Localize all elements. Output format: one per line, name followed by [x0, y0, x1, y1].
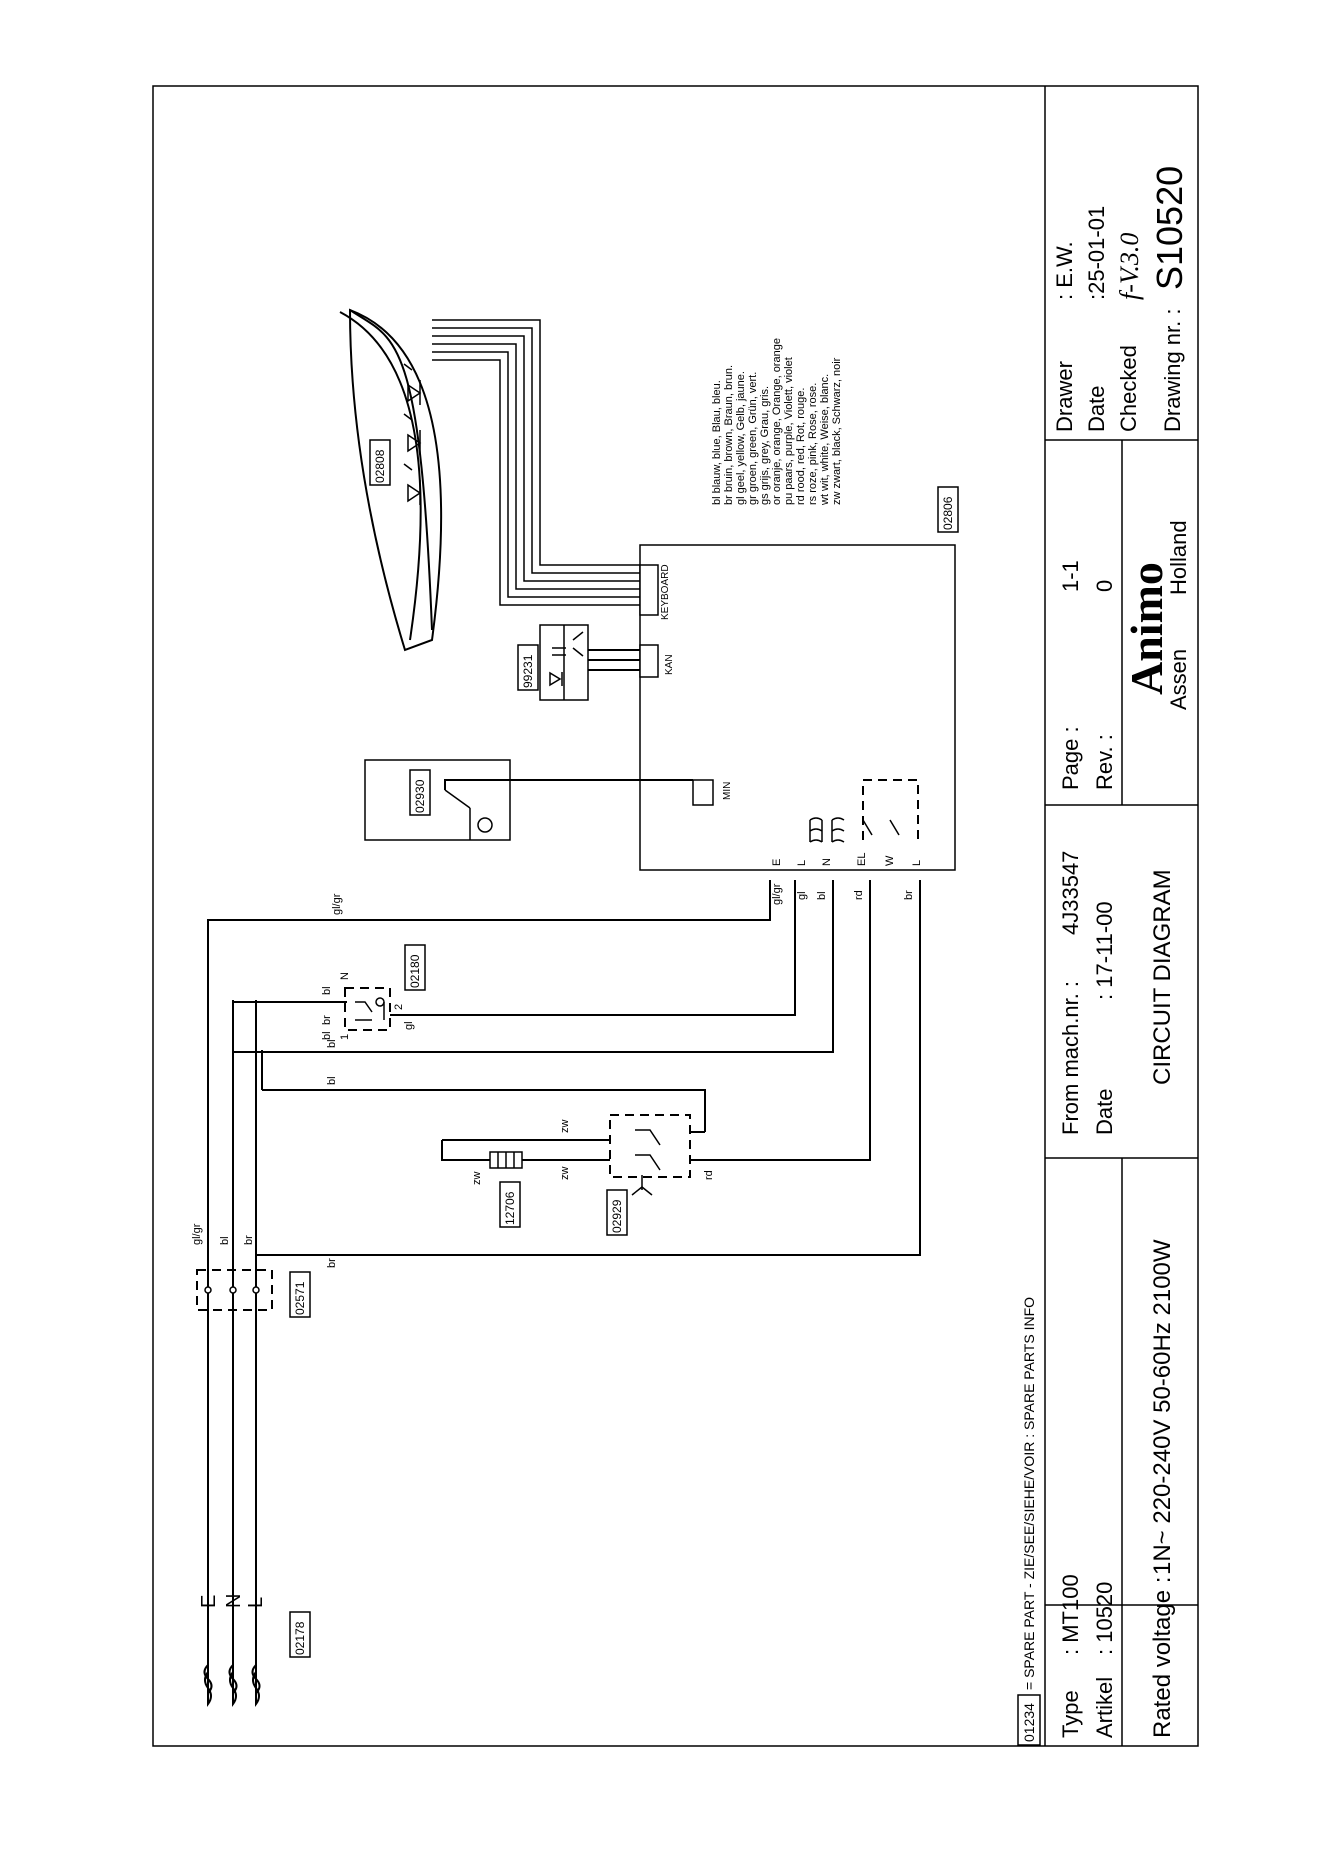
wire-label-br-board: br [903, 890, 915, 900]
part-02180-label: 02180 [408, 954, 422, 988]
board-pin-el: EL [856, 853, 868, 866]
opto-sensor: 99231 [517, 624, 640, 701]
board-pin-w: W [884, 855, 896, 866]
from-mach-value: 4J33547 [1058, 851, 1083, 935]
artikel-label: Artikel [1092, 1677, 1117, 1738]
color-legend-rs: rs roze, pink, Rose, rose. [807, 383, 819, 505]
color-legend-pu: pu paars, purple, Violett, violet [783, 357, 795, 505]
rated-voltage-label: Rated voltage : [1149, 1577, 1176, 1738]
drawer-value: : E.W. [1052, 241, 1077, 300]
board-pin-l1: L [796, 860, 808, 866]
legend-text: = SPARE PART - ZIE/SEE/SIEHE/VOIR : SPAR… [1021, 1297, 1037, 1690]
from-mach-label: From mach.nr. : [1058, 981, 1083, 1135]
type-label: Type [1058, 1690, 1083, 1738]
wire-label-glgr-board: gl/gr [771, 883, 783, 905]
switch-pin-n: N [339, 972, 351, 980]
rated-voltage-value: 1N~ 220-240V 50-60Hz 2100W [1149, 1239, 1176, 1575]
switch-pin-1: 1 [339, 1034, 351, 1040]
date-value: : 17-11-00 [1092, 901, 1117, 1000]
part-02178-label: 02178 [293, 1621, 307, 1655]
level-switch: 02930 [364, 759, 693, 841]
connector-min: MIN [722, 782, 733, 800]
wire-label-rd-board: rd [853, 890, 865, 900]
legend-code: 01234 [1021, 1703, 1037, 1742]
brand-country: Holland [1166, 520, 1191, 595]
drawing-frame [152, 85, 1199, 1747]
connector-keyboard: KEYBOARD [660, 564, 671, 620]
title-block: Type : MT100 Artikel : 10520 Rated volta… [1052, 166, 1191, 1738]
color-legend-bl: bl blauw, blue, Blau, bleu. [711, 380, 723, 505]
drawing-nr-label: Drawing nr. : [1160, 309, 1185, 433]
part-02808-label: 02808 [373, 449, 387, 483]
page-value: 1-1 [1058, 560, 1083, 592]
color-legend-gs: gs grijs, grey, Grau, gris. [759, 386, 771, 505]
wiring: gl/gr gl/gr br br bl bl [207, 880, 921, 1268]
wire-label-br-main: br [243, 1235, 255, 1245]
part-02930-label: 02930 [413, 779, 427, 813]
part-02806-label: 02806 [941, 496, 955, 530]
date2-value: :25-01-01 [1084, 206, 1109, 300]
part-12706-label: 12706 [503, 1191, 517, 1225]
date-label: Date [1092, 1089, 1117, 1135]
wire-label-bl-mid: bl [326, 1039, 338, 1048]
color-legend-gl: gl geel, yellow, Gelb, jaune. [735, 371, 747, 505]
wire-label-bl-loop: bl [326, 1076, 338, 1085]
board-pin-l2: L [911, 860, 923, 866]
keyboard-panel: 02808 [339, 308, 640, 652]
part-02929-label: 02929 [610, 1199, 624, 1233]
color-legend-or: or oranje, orange, Orange, orange [771, 338, 783, 505]
brand-city: Assen [1166, 649, 1191, 710]
spare-part-legend: 01234 = SPARE PART - ZIE/SEE/SIEHE/VOIR … [1017, 1297, 1041, 1746]
artikel-value: : 10520 [1092, 1582, 1117, 1655]
color-legend-rd: rd rood, red, Rot, rouge. [795, 388, 807, 505]
color-legend-wt: wt wit, white, Weise, blanc. [819, 374, 831, 506]
brand-logo: Animo [1121, 562, 1172, 695]
type-value: : MT100 [1058, 1574, 1083, 1655]
connector-kan: KAN [664, 654, 675, 675]
color-legend-br: br bruin, brown, Braun, brun. [723, 365, 735, 505]
drawer-label: Drawer [1052, 361, 1077, 432]
color-legend-gr: gr groen, green, Grün, vert. [747, 372, 759, 505]
board-pin-e: E [771, 859, 783, 866]
wire-label-bl-1: bl [321, 1031, 333, 1040]
wire-label-glgr-top: gl/gr [331, 893, 343, 915]
rev-value: 0 [1092, 580, 1117, 592]
wire-label-br-1: br [321, 1015, 333, 1025]
wire-color-legend: bl blauw, blue, Blau, bleu. br bruin, br… [711, 338, 843, 506]
control-board: E L N EL W L MIN KAN KEYBOARD 02806 [639, 486, 959, 871]
wire-label-zw-1: zw [559, 1120, 571, 1134]
part-99231-label: 99231 [521, 654, 535, 688]
wire-label-gl-board: gl [796, 891, 808, 900]
color-legend-zw: zw zwart, black, Schwarz, noir [831, 357, 843, 505]
board-pin-n: N [821, 858, 833, 866]
wire-label-bl-board: bl [816, 891, 828, 900]
wire-label-zw-2: zw [559, 1167, 571, 1181]
wire-label-rd-element: rd [703, 1170, 715, 1180]
checked-label: Checked [1116, 345, 1141, 432]
wire-label-bl-main: bl [219, 1236, 231, 1245]
drawing-title: CIRCUIT DIAGRAM [1149, 869, 1176, 1085]
switch-pin-2: 2 [393, 1004, 405, 1010]
page-label: Page : [1058, 726, 1083, 790]
wire-label-gl-2: gl [403, 1021, 415, 1030]
part-02571-label: 02571 [293, 1281, 307, 1315]
drawing-nr-value: S10520 [1149, 166, 1190, 290]
wire-label-glgr-main: gl/gr [191, 1223, 203, 1245]
date2-label: Date [1084, 386, 1109, 432]
supply-section: E N L 02178 02571 gl/gr bl br [191, 920, 311, 1708]
wire-label-br-bottom: br [326, 1258, 338, 1268]
checked-signature: f-V.3.0 [1115, 233, 1144, 300]
rev-label: Rev. : [1092, 734, 1117, 790]
wire-label-bl-n: bl [321, 986, 333, 995]
wire-label-zw-3: zw [471, 1172, 483, 1186]
